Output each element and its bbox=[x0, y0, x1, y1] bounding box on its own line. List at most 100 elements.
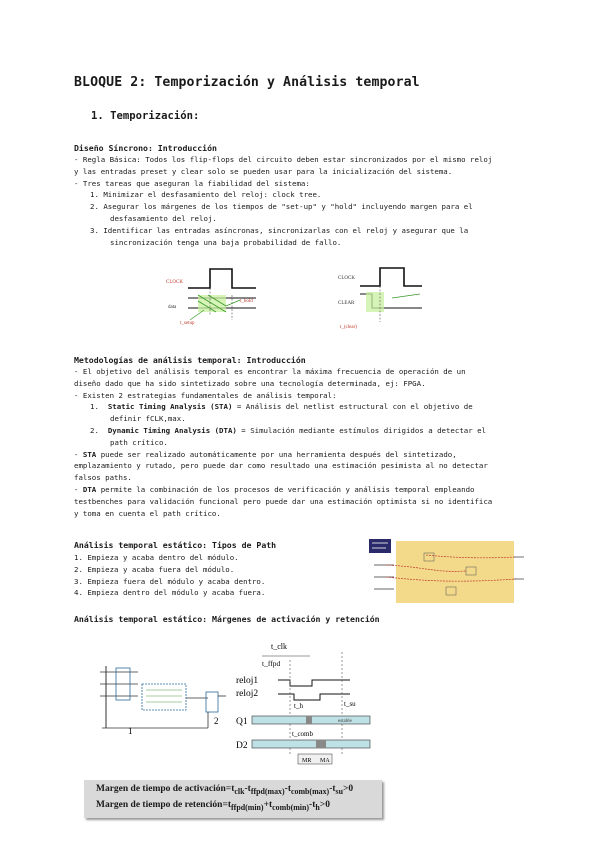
d2-label: D2 bbox=[236, 741, 248, 751]
formula-sub: h bbox=[315, 802, 320, 812]
path-trace bbox=[425, 554, 517, 559]
clock-label: CLOCK bbox=[166, 280, 183, 285]
text-line: - Existen 2 estrategias fundamentales de… bbox=[74, 390, 337, 400]
hatch bbox=[207, 294, 227, 307]
formula-sub: comb(max) bbox=[290, 786, 330, 796]
clear-window bbox=[366, 292, 384, 312]
heading-tipos-path: Análisis temporal estático: Tipos de Pat… bbox=[74, 540, 277, 550]
tsetup-label: t_setup bbox=[180, 321, 195, 326]
mr-label: MR bbox=[302, 758, 311, 764]
text-line: y toma en cuenta el path crítico. bbox=[74, 508, 221, 518]
margins-timing-figure: 1 2 t_clk t_ffpd reloj1 reloj2 t_h t_su … bbox=[100, 642, 371, 765]
ma-label: MA bbox=[320, 758, 330, 764]
q1-transition bbox=[306, 716, 312, 724]
thold-label: t_hold bbox=[240, 299, 253, 304]
pointer bbox=[189, 309, 205, 321]
clock2-waveform bbox=[360, 267, 422, 287]
margin-bar bbox=[297, 753, 333, 765]
list-item: 2. Asegurar los márgenes de los tiempos … bbox=[90, 202, 473, 212]
text-line: falsos paths. bbox=[74, 473, 132, 483]
formula-text: -t bbox=[309, 800, 316, 810]
pointer bbox=[391, 293, 421, 299]
list-number: 1. bbox=[90, 402, 99, 412]
ff2-block bbox=[205, 691, 219, 713]
formula-sub: ffpd(min) bbox=[231, 802, 264, 812]
list-item: 1. Empieza y acaba dentro del módulo. bbox=[74, 553, 239, 562]
heading-metodologias: Metodologías de análisis temporal: Intro… bbox=[74, 355, 306, 365]
ff2-number: 2 bbox=[214, 716, 219, 726]
estable-label: estable bbox=[338, 719, 353, 724]
tsu-label: t_su bbox=[344, 700, 356, 708]
text-line: diseño dado que ha sido sintetizado sobr… bbox=[74, 378, 426, 388]
sta-definition: = Análisis del netlist estructural con e… bbox=[232, 402, 473, 412]
hatch bbox=[197, 294, 227, 313]
th-label: t_h bbox=[294, 702, 303, 710]
list-item: 4. Empieza dentro del módulo y acaba fue… bbox=[74, 588, 266, 598]
dta-bold: DTA bbox=[82, 484, 97, 494]
list-item-cont: path crítico. bbox=[110, 437, 168, 447]
path-types-list: 1. Empieza y acaba dentro del módulo. 2.… bbox=[74, 552, 265, 599]
clock-waveform bbox=[188, 268, 256, 289]
path-trace bbox=[385, 576, 517, 582]
formula-sub: comb(min) bbox=[272, 802, 310, 812]
text-line: - El objetivo del análisis temporal es e… bbox=[74, 367, 466, 376]
tclk-label: t_clk bbox=[271, 642, 287, 651]
d2-bus bbox=[251, 739, 371, 749]
hatch bbox=[197, 300, 217, 313]
pointer bbox=[225, 299, 241, 307]
formula-text: >0 bbox=[343, 784, 354, 794]
list-number: 2. bbox=[90, 425, 99, 435]
page-title: BLOQUE 2: Temporización y Análisis tempo… bbox=[74, 75, 420, 90]
section-heading-temporizacion: 1. Temporización: bbox=[91, 110, 200, 122]
list-item-sta: 1. Static Timing Analysis (STA) = Anális… bbox=[74, 401, 492, 413]
legend-box bbox=[369, 539, 391, 553]
text-line: - DTA permite la combinación de los proc… bbox=[74, 484, 492, 496]
list-item: 3. Empieza fuera del módulo y acaba dent… bbox=[74, 576, 266, 586]
text-line: testbenches para validación funcional pe… bbox=[74, 496, 493, 506]
dash: - bbox=[74, 484, 83, 494]
text-line: emplazamiento y rutado, pero puede dar c… bbox=[74, 461, 488, 471]
formula-activacion: Margen de tiempo de activación=tclk-tffp… bbox=[96, 784, 353, 796]
sta-term: Static Timing Analysis (STA) bbox=[107, 402, 233, 412]
ff-block bbox=[445, 586, 457, 596]
circuit-schematic: 1 2 bbox=[100, 666, 226, 736]
tcomb-label: t_comb bbox=[292, 730, 313, 738]
reloj2-waveform bbox=[278, 693, 350, 701]
formula-text: Margen de tiempo de retención=t bbox=[96, 800, 232, 810]
formula-box: Margen de tiempo de activación=tclk-tffp… bbox=[84, 780, 382, 818]
formula-sub: clk bbox=[234, 786, 245, 796]
text-line: - Tres tareas que aseguran la fiabilidad… bbox=[74, 178, 310, 188]
dash: - bbox=[74, 449, 83, 459]
formula-text: >0 bbox=[319, 800, 330, 810]
setup-hold-timing-figure: CLOCK data t_hold t_setup CLOCK CLEAR t_… bbox=[166, 267, 422, 330]
formula-retencion: Margen de tiempo de retención=tffpd(min)… bbox=[96, 800, 330, 812]
list-item-cont: sincronización tenga una baja probabilid… bbox=[110, 237, 342, 247]
ff-block bbox=[423, 552, 435, 562]
tclear-label: t_(clear) bbox=[340, 325, 357, 330]
text-line: - STA puede ser realizado automáticament… bbox=[74, 449, 492, 461]
ff1-block bbox=[115, 667, 131, 701]
formula-sub: su bbox=[335, 786, 344, 796]
tffpd-label: t_ffpd bbox=[262, 659, 280, 668]
list-item: 3. Identificar las entradas asíncronas, … bbox=[90, 225, 469, 235]
reloj1-label: reloj1 bbox=[236, 676, 258, 686]
sta-text: puede ser realizado automáticamente por … bbox=[96, 449, 457, 459]
clock2-label: CLOCK bbox=[338, 276, 355, 281]
heading-margenes: Análisis temporal estático: Márgenes de … bbox=[74, 614, 380, 624]
ff1-number: 1 bbox=[128, 726, 133, 736]
sta-bold: STA bbox=[82, 449, 97, 459]
dta-term: Dynamic Timing Analysis (DTA) bbox=[107, 425, 237, 435]
comb-logic-block bbox=[141, 683, 187, 711]
text-line: - Regla Básica: Todos los flip-flops del… bbox=[74, 155, 493, 164]
list-item-cont: definir fCLK,max. bbox=[110, 414, 186, 424]
q1-label: Q1 bbox=[236, 717, 248, 727]
module-box bbox=[396, 541, 514, 603]
list-item-dta: 2. Dynamic Timing Analysis (DTA) = Simul… bbox=[74, 425, 492, 437]
text-block-sincrono: - Regla Básica: Todos los flip-flops del… bbox=[74, 154, 492, 248]
list-item: 1. Minimizar el desfasamiento del reloj:… bbox=[90, 190, 322, 200]
formula-sub: ffpd(max) bbox=[250, 786, 285, 796]
formula-text: -t bbox=[284, 784, 291, 794]
formula-text: -t bbox=[329, 784, 336, 794]
dta-text: permite la combinación de los procesos d… bbox=[96, 484, 475, 494]
dta-definition: = Simulación mediante estímulos dirigido… bbox=[236, 425, 487, 435]
